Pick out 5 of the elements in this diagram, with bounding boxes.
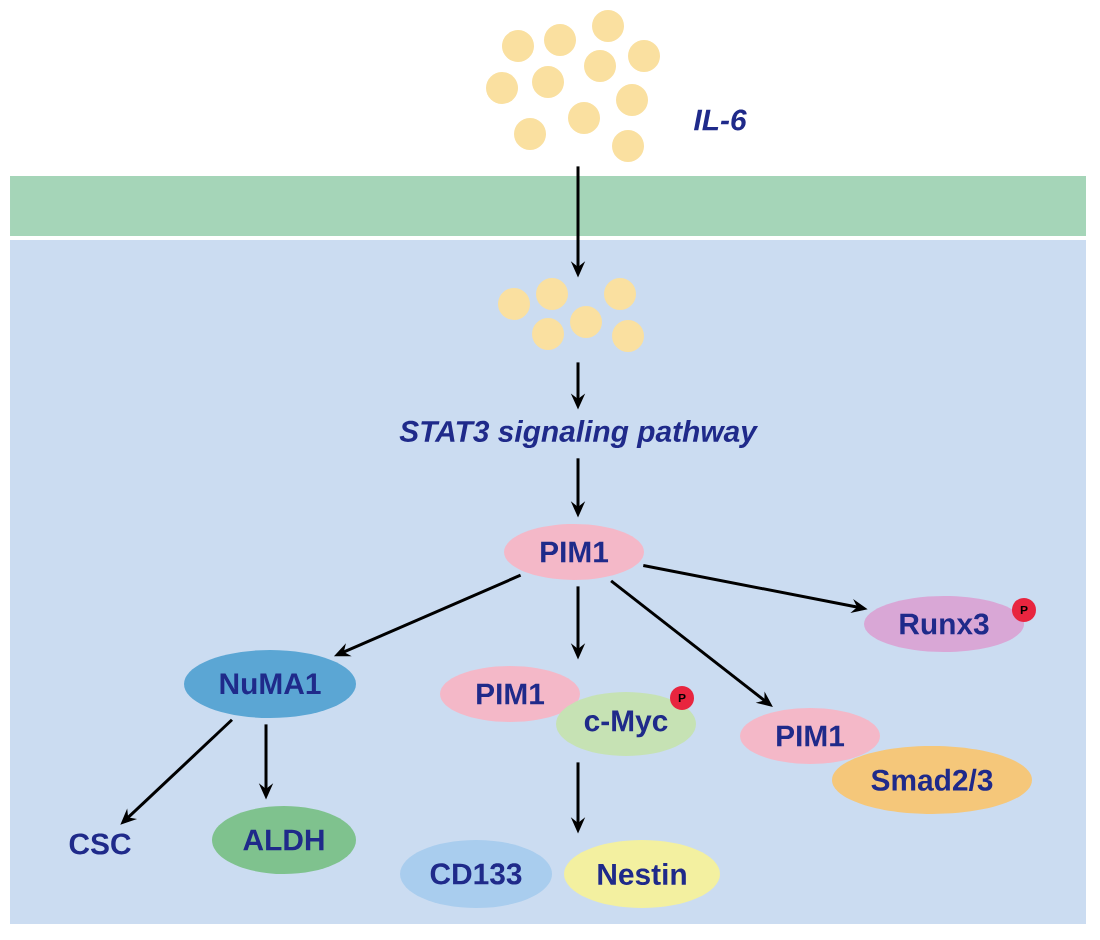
particle-cluster — [486, 10, 660, 162]
particle-cluster — [498, 278, 644, 352]
ligand-label: IL-6 — [693, 109, 747, 131]
cell-label: CSC — [69, 833, 131, 855]
pathway-label: STAT3 signaling pathway — [399, 420, 759, 448]
